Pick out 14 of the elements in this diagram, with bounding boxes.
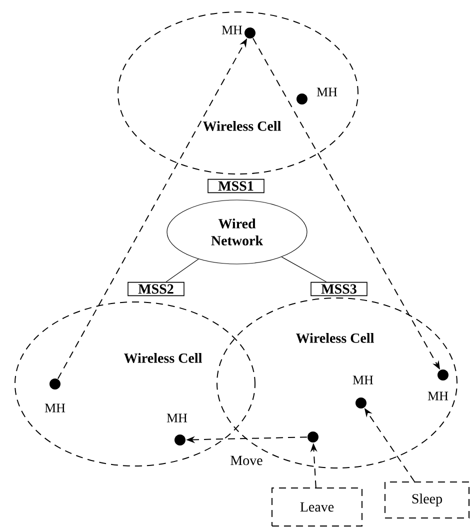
node-label: MH (44, 404, 66, 412)
mobile-host-dot (308, 432, 318, 442)
node-label: MH (166, 414, 188, 422)
event-box: Leave (272, 488, 362, 526)
station-box: MSS3 (310, 282, 368, 296)
station-box: MSS1 (208, 178, 264, 194)
node-label: MH (222, 26, 242, 34)
event-box: Sleep (384, 482, 470, 518)
connector-line (166, 258, 199, 282)
station-box: MSS2 (128, 282, 184, 296)
connector-line (281, 256, 327, 282)
node-label: MH (352, 376, 374, 384)
node-label: MH (316, 88, 338, 96)
node-label: MH (428, 392, 448, 400)
